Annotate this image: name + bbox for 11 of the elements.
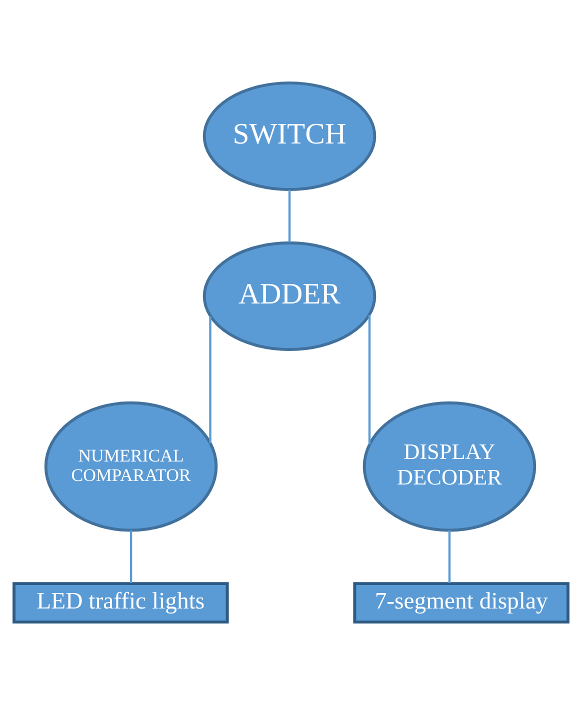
node-ellipse: DISPLAY DECODER (362, 400, 536, 532)
connector (209, 316, 212, 443)
connector (448, 530, 451, 582)
connector (130, 530, 132, 582)
node-ellipse: SWITCH (202, 80, 376, 191)
connector (288, 189, 291, 242)
node-box: 7-segment display (353, 582, 570, 624)
node-box: LED traffic lights (12, 582, 229, 624)
node-ellipse: ADDER (202, 240, 376, 351)
connector (368, 314, 371, 444)
node-ellipse: NUMERICAL COMPARATOR (44, 400, 218, 532)
